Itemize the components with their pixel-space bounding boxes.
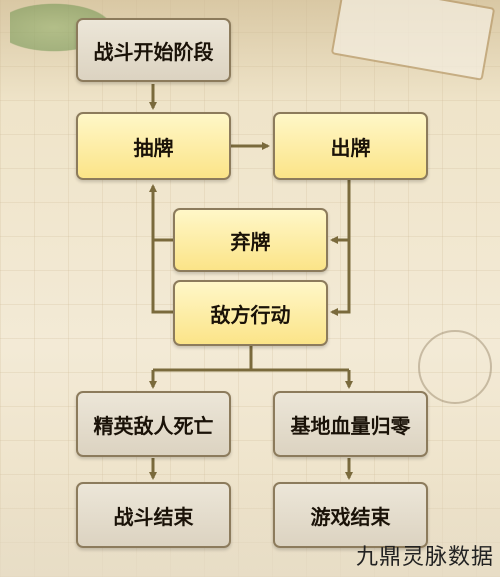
node-base-hp-zero-label: 基地血量归零 <box>290 413 411 438</box>
node-battle-end-label: 战斗结束 <box>113 504 194 529</box>
node-enemy-action-label: 敌方行动 <box>210 302 291 327</box>
node-game-over: 游戏结束 <box>273 482 428 548</box>
node-base-hp-zero: 基地血量归零 <box>273 391 428 457</box>
node-elite-death-label: 精英敌人死亡 <box>93 413 214 438</box>
node-play: 出牌 <box>273 112 428 180</box>
watermark-text: 九鼎灵脉数据 <box>355 545 494 570</box>
node-elite-death: 精英敌人死亡 <box>76 391 231 457</box>
decorative-doodle <box>418 330 492 404</box>
node-draw: 抽牌 <box>76 112 231 180</box>
arrow-enemy-to-draw <box>151 240 173 314</box>
node-battle-end: 战斗结束 <box>76 482 231 548</box>
arrow-play-to-enemy <box>330 240 351 316</box>
node-discard: 弃牌 <box>173 208 328 272</box>
node-game-over-label: 游戏结束 <box>310 504 391 529</box>
node-battle-start-label: 战斗开始阶段 <box>93 39 214 64</box>
node-enemy-action: 敌方行动 <box>173 280 328 346</box>
node-play-label: 出牌 <box>330 135 371 160</box>
arrow-play-to-discard <box>330 180 351 244</box>
node-battle-start: 战斗开始阶段 <box>76 18 231 82</box>
node-discard-label: 弃牌 <box>230 229 271 254</box>
node-draw-label: 抽牌 <box>133 135 174 160</box>
arrow-discard-to-draw <box>149 184 173 242</box>
